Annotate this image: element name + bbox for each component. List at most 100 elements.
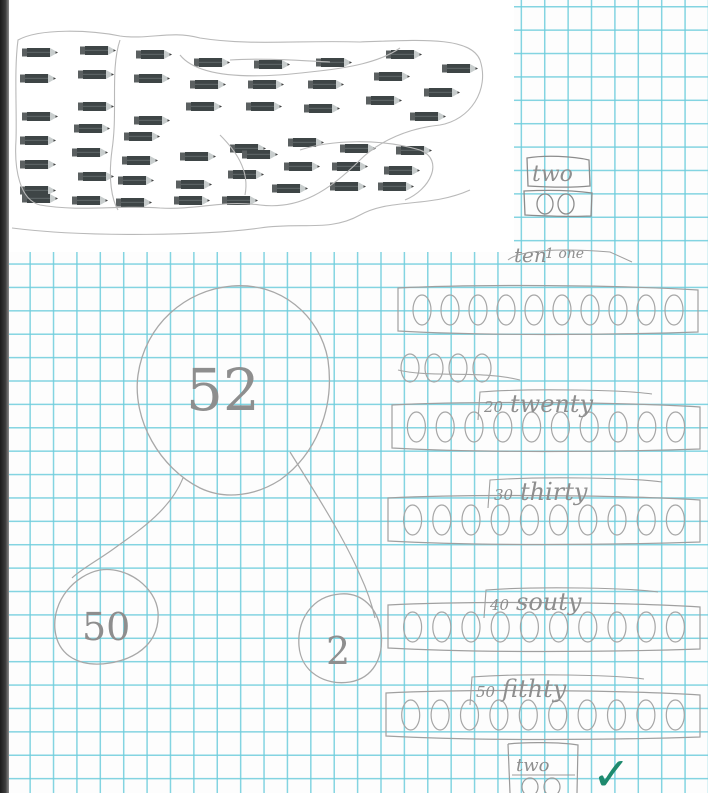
ten-bead: [553, 295, 571, 325]
check-mark-icon: ✓: [592, 747, 631, 793]
branch-left: [72, 478, 183, 578]
pencil-icon: [410, 112, 446, 121]
extra-bead: [449, 354, 467, 382]
ten-bead: [436, 412, 454, 442]
ten-bead: [462, 505, 480, 535]
tens-row: 30 thirty: [388, 478, 700, 545]
tens-row-number: 20: [483, 398, 504, 416]
tens-row-word: twenty: [510, 390, 593, 418]
ten-bead: [462, 612, 480, 642]
pencil-icon: [186, 102, 222, 111]
ten-bead: [666, 612, 684, 642]
pencil-icon: [366, 96, 402, 105]
pencil-icon: [74, 124, 110, 133]
ten-bead: [581, 295, 599, 325]
pencil-icon: [80, 46, 116, 55]
ten-bead: [404, 505, 422, 535]
ten-bead: [667, 412, 685, 442]
ten-bead: [433, 505, 451, 535]
ten-bead: [525, 295, 543, 325]
pencil-icon: [246, 102, 282, 111]
tens-row-word: fithty: [500, 675, 567, 703]
pencil-icon: [384, 166, 420, 175]
ten-bead: [520, 612, 538, 642]
pencil-icon: [72, 148, 108, 157]
pencil-icon: [442, 64, 478, 73]
ten-bead: [609, 412, 627, 442]
pencil-icon: [176, 180, 212, 189]
pencil-icon: [272, 184, 308, 193]
ten-bead: [413, 295, 431, 325]
pencil-icon: [330, 182, 366, 191]
pencil-icon: [190, 80, 226, 89]
extra-bead: [473, 354, 491, 382]
pencil-icon: [340, 144, 376, 153]
ten-bead: [579, 612, 597, 642]
ten-bead: [666, 505, 684, 535]
tens-row: 20 twenty: [392, 390, 700, 452]
whole-number: 52: [186, 356, 260, 424]
extra-bead-row: [398, 354, 520, 382]
one-ten-scribble: 1 one: [545, 246, 584, 262]
pencil-icon: [78, 172, 114, 181]
ten-bead: [579, 505, 597, 535]
pencil-icon: [134, 116, 170, 125]
pencil-icon: [124, 132, 160, 141]
pencil-icon: [316, 58, 352, 67]
pencil-icon: [242, 150, 278, 159]
pencil-icon: [78, 70, 114, 79]
tens-row-number: 40: [489, 596, 510, 614]
pencil-icon: [116, 198, 152, 207]
pencil-icon: [378, 182, 414, 191]
ones-box: two: [524, 156, 592, 216]
ten-bead: [549, 700, 567, 730]
ten-bead: [469, 295, 487, 325]
ten-bead: [431, 700, 449, 730]
ones-part-number: 2: [326, 629, 350, 673]
ten-bead: [637, 700, 655, 730]
tens-row-word: thirty: [520, 478, 588, 506]
pencil-icon: [180, 152, 216, 161]
ten-bead: [608, 505, 626, 535]
tens-row: [398, 286, 698, 335]
pencil-icon: [118, 176, 154, 185]
ten-bead: [637, 295, 655, 325]
ten-bead: [402, 700, 420, 730]
extra-bead: [425, 354, 443, 382]
ten-bead: [637, 505, 655, 535]
pencil-icon: [78, 102, 114, 111]
tens-row-number: 30: [494, 486, 514, 504]
ten-label: ten 1 one: [508, 243, 632, 267]
pencil-icon: [134, 74, 170, 83]
pencil-icon: [72, 196, 108, 205]
ten-bead: [578, 700, 596, 730]
ten-bead: [490, 700, 508, 730]
ten-bead: [609, 295, 627, 325]
pencil-icon: [374, 72, 410, 81]
ten-bead: [441, 295, 459, 325]
branch-right: [290, 452, 375, 618]
pencil-icon: [174, 196, 210, 205]
pencil-icon: [122, 156, 158, 165]
ones-bead: [558, 194, 574, 214]
tens-row-number: 50: [476, 683, 496, 701]
pencil-icon: [136, 50, 172, 59]
ten-bead: [491, 612, 509, 642]
ten-bead: [550, 612, 568, 642]
bottom-word: two: [516, 755, 550, 776]
pencil-icon: [20, 136, 56, 145]
ten-bead: [465, 412, 483, 442]
ten-bead: [491, 505, 509, 535]
pencil-icon: [22, 48, 58, 57]
tens-part-number: 50: [82, 605, 130, 649]
ones-bead: [537, 194, 553, 214]
bottom-answer: two ✓: [508, 743, 631, 793]
pencil-icon: [228, 170, 264, 179]
ten-bead: [519, 700, 537, 730]
ten-bead: [608, 612, 626, 642]
pencil-icon: [308, 80, 344, 89]
pencil-icon: [22, 194, 58, 203]
